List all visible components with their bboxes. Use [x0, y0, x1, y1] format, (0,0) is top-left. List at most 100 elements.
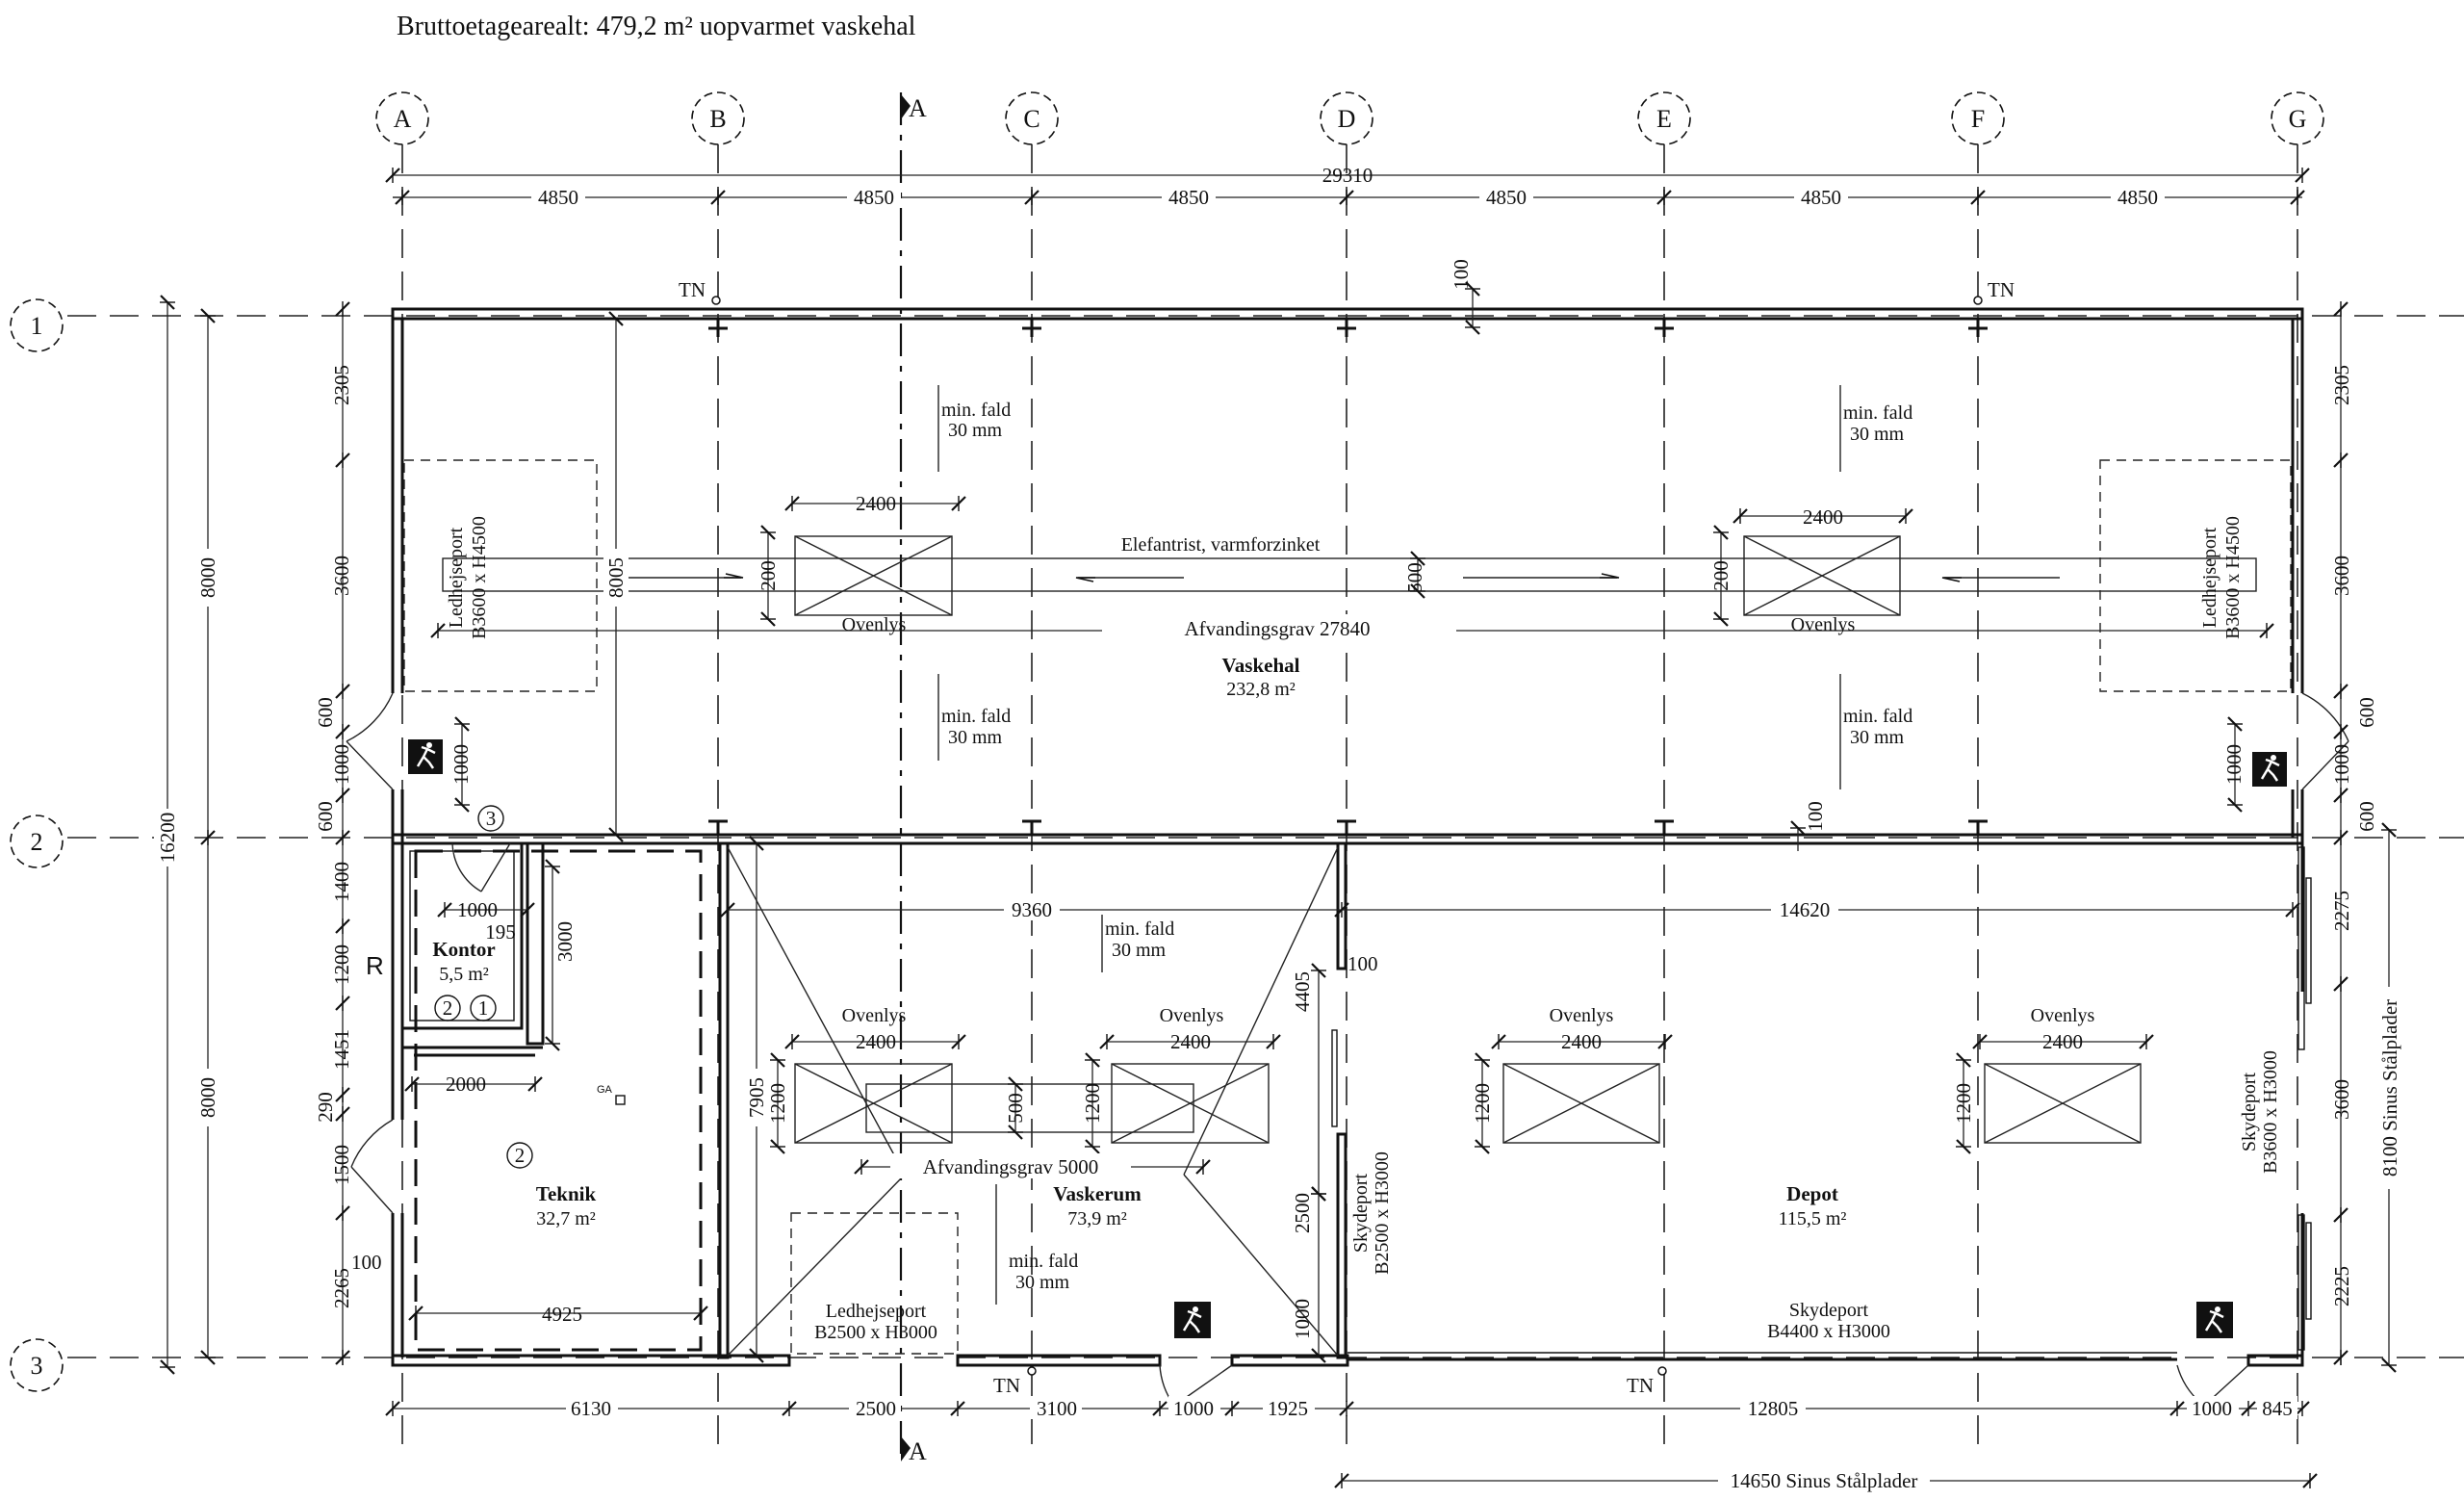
- svg-text:100: 100: [1450, 259, 1473, 290]
- grid-bubble-b: B: [691, 91, 745, 145]
- svg-text:B3600 x H4500: B3600 x H4500: [469, 516, 490, 639]
- svg-text:B: B: [709, 105, 726, 133]
- svg-text:Teknik: Teknik: [536, 1182, 597, 1205]
- svg-text:TN: TN: [993, 1374, 1020, 1397]
- grid-bubble-f: F: [1951, 91, 2005, 145]
- svg-text:Kontor: Kontor: [432, 938, 495, 961]
- grid-bubble-d: D: [1320, 91, 1373, 145]
- svg-text:30 mm: 30 mm: [1112, 940, 1167, 961]
- svg-text:4850: 4850: [854, 186, 894, 209]
- dim-left-halves: 8000 8000: [194, 308, 221, 1365]
- dim-top-bays: 4850 4850 4850 4850 4850 4850: [393, 185, 2302, 209]
- svg-text:115,5 m²: 115,5 m²: [1779, 1208, 1847, 1229]
- svg-text:B3600 x H4500: B3600 x H4500: [2222, 516, 2244, 639]
- dim-mid-row: 9360 14620: [728, 897, 2293, 921]
- svg-text:6130: 6130: [571, 1397, 611, 1420]
- svg-text:3: 3: [31, 1352, 43, 1380]
- svg-text:G: G: [2289, 105, 2307, 133]
- exit-sign-3: [1174, 1302, 1211, 1338]
- svg-text:2400: 2400: [1803, 505, 1843, 529]
- grid-bubble-3: 3: [10, 1338, 64, 1392]
- svg-text:32,7 m²: 32,7 m²: [536, 1208, 596, 1229]
- svg-text:1000: 1000: [2222, 744, 2246, 785]
- svg-text:16200: 16200: [156, 813, 179, 864]
- grid-bubble-1: 1: [10, 298, 64, 352]
- svg-text:3600: 3600: [330, 556, 353, 596]
- drawing-title: Bruttoetagearealt: 479,2 m² uopvarmet va…: [397, 12, 916, 41]
- svg-text:B4400 x H3000: B4400 x H3000: [1767, 1321, 1890, 1342]
- svg-text:TN: TN: [1627, 1374, 1654, 1397]
- svg-text:Elefantrist, varmforzinket: Elefantrist, varmforzinket: [1121, 534, 1321, 556]
- svg-text:min. fald: min. fald: [1105, 918, 1174, 940]
- section-mark-top: A: [901, 94, 927, 122]
- svg-text:1451: 1451: [330, 1029, 353, 1070]
- svg-text:min. fald: min. fald: [1009, 1251, 1078, 1272]
- svg-text:1925: 1925: [1268, 1397, 1308, 1420]
- exit-sign-1: [408, 739, 443, 774]
- svg-text:1000: 1000: [330, 744, 353, 785]
- svg-text:1200: 1200: [330, 944, 353, 985]
- svg-text:F: F: [1971, 105, 1985, 133]
- svg-text:200: 200: [757, 560, 780, 591]
- svg-text:8000: 8000: [196, 557, 219, 598]
- svg-text:1400: 1400: [330, 862, 353, 902]
- column-markers: [708, 319, 1988, 835]
- svg-text:E: E: [1656, 105, 1672, 133]
- grid-bubble-2: 2: [10, 815, 64, 868]
- svg-text:4850: 4850: [1486, 186, 1527, 209]
- svg-text:14620: 14620: [1780, 898, 1831, 921]
- svg-text:2400: 2400: [1561, 1030, 1602, 1053]
- svg-text:8000: 8000: [196, 1077, 219, 1118]
- section-mark-bottom: A: [901, 1436, 927, 1465]
- svg-text:Skydeport: Skydeport: [2239, 1072, 2260, 1151]
- svg-text:73,9 m²: 73,9 m²: [1067, 1208, 1127, 1229]
- dim-right-chain: 2305 3600 600 1000 600 2275 3600 2225 81…: [2330, 309, 2401, 1373]
- svg-text:845: 845: [2262, 1397, 2293, 1420]
- svg-text:8005: 8005: [604, 557, 628, 598]
- svg-text:1: 1: [478, 996, 489, 1020]
- svg-text:4405: 4405: [1291, 971, 1314, 1012]
- svg-text:3000: 3000: [553, 921, 577, 962]
- svg-text:1200: 1200: [766, 1083, 789, 1124]
- svg-text:Ledhejseport: Ledhejseport: [446, 527, 467, 628]
- svg-text:2305: 2305: [330, 365, 353, 405]
- svg-text:1000: 1000: [457, 898, 498, 921]
- svg-text:30 mm: 30 mm: [1850, 727, 1905, 748]
- svg-text:30 mm: 30 mm: [948, 727, 1003, 748]
- dim-bottom-total: 14650 Sinus Stålplader: [1334, 1467, 2318, 1492]
- svg-text:3600: 3600: [2330, 1079, 2353, 1120]
- grid-bubble-g: G: [2271, 91, 2324, 145]
- grid-bubble-a: A: [375, 91, 429, 145]
- door-swings: [346, 692, 2349, 1407]
- svg-text:1000: 1000: [2330, 744, 2353, 785]
- svg-text:4850: 4850: [1168, 186, 1209, 209]
- svg-text:Ovenlys: Ovenlys: [1550, 1005, 1614, 1026]
- kontor-content: Kontor 5,5 m² 1000 195 2 1 3 R: [366, 805, 535, 1022]
- svg-text:2225: 2225: [2330, 1266, 2353, 1306]
- svg-text:B2500 x H3000: B2500 x H3000: [1372, 1151, 1393, 1275]
- svg-text:5,5 m²: 5,5 m²: [439, 964, 489, 985]
- svg-text:600: 600: [2355, 697, 2378, 728]
- svg-text:Vaskerum: Vaskerum: [1053, 1182, 1142, 1205]
- svg-text:3100: 3100: [1037, 1397, 1077, 1420]
- wall-thickness-notes: 100 100 500 100 100: [351, 259, 1827, 1274]
- dim-left-chain: 2305 3600 600 1000 600 1400 1200 1451 29…: [314, 309, 353, 1365]
- svg-text:R: R: [366, 951, 384, 980]
- gate-top-right: Ledhejseport B3600 x H4500: [2099, 459, 2292, 692]
- svg-text:2305: 2305: [2330, 365, 2353, 405]
- svg-text:30 mm: 30 mm: [1850, 424, 1905, 445]
- svg-text:500: 500: [1403, 562, 1426, 593]
- depot-content: Ovenlys 2400 1200 Ovenlys 2400 1200 Depo…: [1471, 1005, 2281, 1342]
- svg-text:30 mm: 30 mm: [948, 420, 1003, 441]
- svg-text:2400: 2400: [1170, 1030, 1211, 1053]
- svg-text:290: 290: [314, 1092, 337, 1123]
- svg-text:500: 500: [1004, 1093, 1027, 1124]
- svg-text:2400: 2400: [856, 1030, 896, 1053]
- svg-text:9360: 9360: [1012, 898, 1052, 921]
- svg-text:Afvandingsgrav 27840: Afvandingsgrav 27840: [1184, 617, 1370, 640]
- svg-text:D: D: [1338, 105, 1356, 133]
- svg-text:2000: 2000: [446, 1073, 486, 1096]
- svg-text:4925: 4925: [542, 1303, 582, 1326]
- dim-internal-verticals: 8005 7905 1000 1000: [449, 311, 2246, 1363]
